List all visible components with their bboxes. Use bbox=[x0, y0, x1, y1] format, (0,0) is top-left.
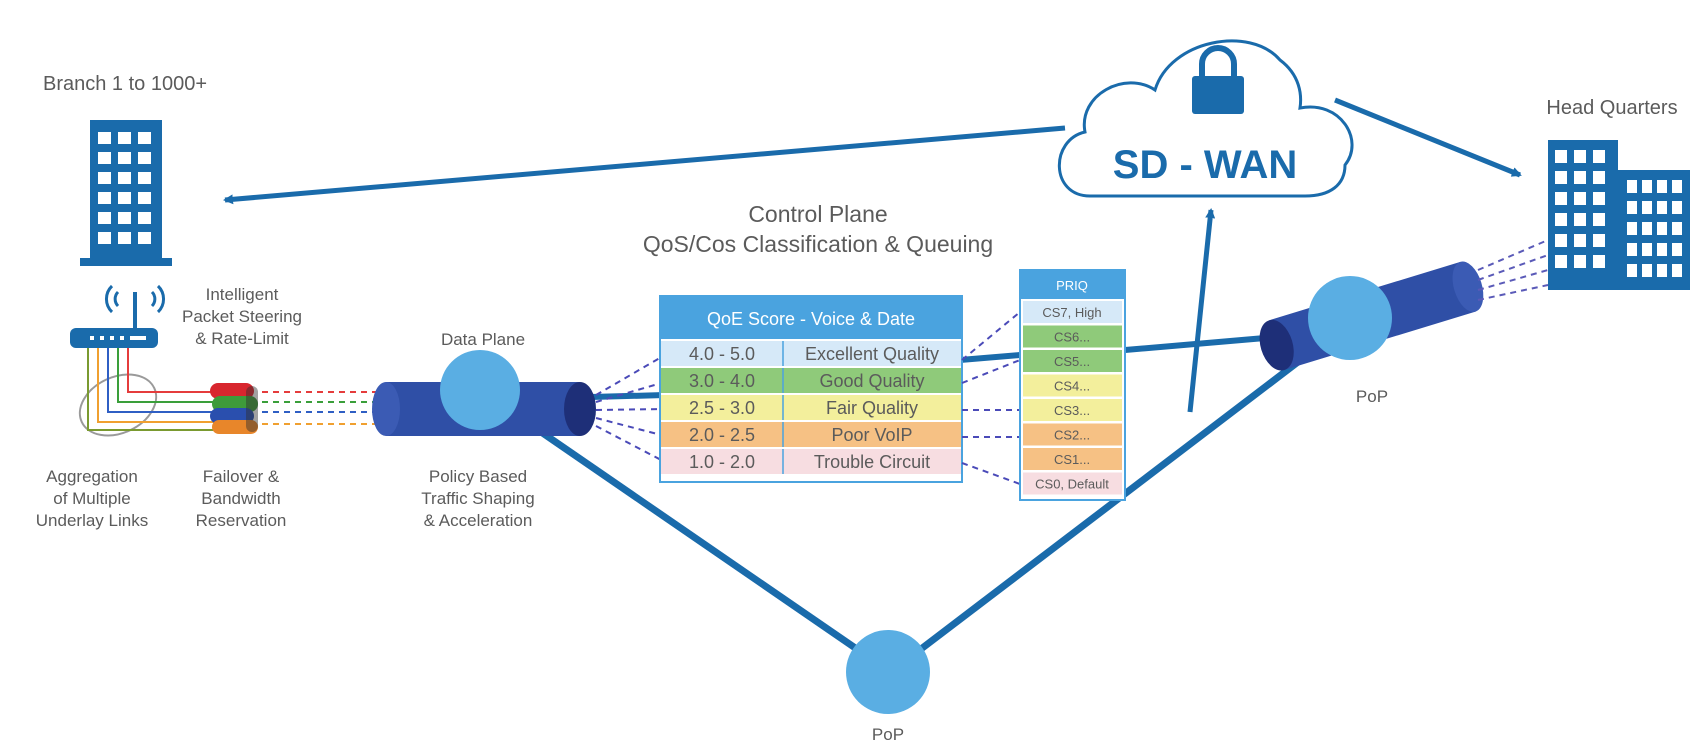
dashed-links-to-hq bbox=[1477, 239, 1549, 301]
router-icon bbox=[70, 284, 165, 348]
hq-label: Head Quarters bbox=[1546, 97, 1677, 119]
steering-label-line3: & Rate-Limit bbox=[195, 329, 289, 348]
qoe-score-table: QoE Score - Voice & Date 4.0 - 5.0 Excell… bbox=[659, 295, 963, 483]
aggregation-label-line3: Underlay Links bbox=[36, 511, 148, 530]
priq-item: CS6... bbox=[1023, 325, 1122, 348]
dashed-fan-to-priq bbox=[961, 311, 1021, 485]
priq-item: CS0, Default bbox=[1023, 472, 1122, 495]
data-plane-node bbox=[440, 350, 520, 430]
priq-item: CS4... bbox=[1023, 374, 1122, 397]
qoe-quality-cell: Fair Quality bbox=[826, 398, 918, 418]
failover-label-line3: Reservation bbox=[196, 511, 287, 530]
steering-label-line2: Packet Steering bbox=[182, 307, 302, 326]
lock-icon bbox=[1192, 45, 1244, 114]
arrows bbox=[223, 97, 1522, 413]
qoe-score-cell: 2.0 - 2.5 bbox=[689, 425, 755, 445]
sdwan-cloud: SD - WAN bbox=[1057, 39, 1354, 198]
underlay-links bbox=[78, 348, 215, 437]
qoe-score-cell: 2.5 - 3.0 bbox=[689, 398, 755, 418]
priq-item: CS5... bbox=[1023, 350, 1122, 372]
priq-item-background bbox=[1023, 448, 1122, 470]
policy-label-line3: & Acceleration bbox=[424, 511, 533, 530]
qoe-row-background bbox=[661, 422, 961, 447]
priq-item: CS2... bbox=[1023, 423, 1122, 446]
qoe-table-title: QoE Score - Voice & Date bbox=[707, 309, 915, 329]
arrow-cloud-to-hq bbox=[1334, 97, 1522, 178]
arrow-cloud-to-branch bbox=[223, 125, 1066, 205]
policy-label-line1: Policy Based bbox=[429, 467, 527, 486]
pop-pipe-right-icon bbox=[1259, 261, 1484, 371]
pop-node-right bbox=[1308, 276, 1392, 360]
cloud-shape bbox=[1057, 39, 1354, 198]
sdwan-label: SD - WAN bbox=[1113, 143, 1297, 187]
priq-item-background bbox=[1023, 399, 1122, 421]
cable-bundle-icon bbox=[210, 383, 258, 434]
pop-node-bottom bbox=[846, 630, 930, 714]
qoe-quality-cell: Excellent Quality bbox=[805, 344, 939, 364]
dashed-fan-to-table bbox=[595, 354, 666, 463]
control-plane-title: Control Plane bbox=[748, 201, 887, 227]
qoe-quality-cell: Good Quality bbox=[819, 371, 924, 391]
dashed-links-to-dataplane bbox=[262, 391, 380, 425]
priq-item-background bbox=[1023, 301, 1122, 323]
control-plane-subtitle: QoS/Cos Classification & Queuing bbox=[643, 231, 993, 257]
priq-item-background bbox=[1023, 423, 1122, 446]
priq-item-background bbox=[1023, 350, 1122, 372]
link-table-to-priq bbox=[959, 352, 1021, 363]
priq-item-label: CS7, High bbox=[1042, 305, 1101, 320]
qoe-row: 1.0 - 2.0 Trouble Circuit bbox=[661, 449, 961, 474]
policy-label-line2: Traffic Shaping bbox=[421, 489, 534, 508]
qoe-row-background bbox=[661, 395, 961, 420]
aggregation-label-line2: of Multiple bbox=[53, 489, 130, 508]
priq-item-background bbox=[1023, 472, 1122, 495]
priq-item-label: CS2... bbox=[1054, 428, 1090, 443]
failover-label-line1: Failover & bbox=[203, 467, 280, 486]
priq-item-label: CS0, Default bbox=[1035, 477, 1109, 492]
priq-title: PRIQ bbox=[1056, 278, 1088, 293]
priq-item: CS7, High bbox=[1023, 301, 1122, 323]
qoe-row-background bbox=[661, 449, 961, 474]
aggregation-label-line1: Aggregation bbox=[46, 467, 138, 486]
pop-right-label: PoP bbox=[1356, 387, 1388, 406]
data-plane-pipe-icon bbox=[372, 350, 596, 436]
qoe-row: 2.5 - 3.0 Fair Quality bbox=[661, 395, 961, 420]
qoe-row: 4.0 - 5.0 Excellent Quality bbox=[661, 341, 961, 366]
hq-building-icon bbox=[1548, 140, 1690, 290]
priq-item-label: CS6... bbox=[1054, 330, 1090, 345]
priq-item-background bbox=[1023, 374, 1122, 397]
qoe-score-cell: 1.0 - 2.0 bbox=[689, 452, 755, 472]
data-plane-label: Data Plane bbox=[441, 330, 525, 349]
qoe-quality-cell: Trouble Circuit bbox=[814, 452, 930, 472]
priq-item: CS1... bbox=[1023, 448, 1122, 470]
failover-label-line2: Bandwidth bbox=[201, 489, 280, 508]
priq-item-label: CS4... bbox=[1054, 379, 1090, 394]
branch-label: Branch 1 to 1000+ bbox=[43, 73, 207, 95]
steering-label-line1: Intelligent bbox=[206, 285, 279, 304]
qoe-quality-cell: Poor VoIP bbox=[831, 425, 912, 445]
arrow-up-to-cloud bbox=[1187, 208, 1216, 413]
qoe-row: 3.0 - 4.0 Good Quality bbox=[661, 368, 961, 393]
priq-item-label: CS1... bbox=[1054, 452, 1090, 467]
qoe-row-background bbox=[661, 341, 961, 366]
qoe-score-cell: 3.0 - 4.0 bbox=[689, 371, 755, 391]
pop-bottom-label: PoP bbox=[872, 725, 904, 744]
priq-item: CS3... bbox=[1023, 399, 1122, 421]
qoe-row: 2.0 - 2.5 Poor VoIP bbox=[661, 422, 961, 447]
priq-item-background bbox=[1023, 325, 1122, 348]
branch-building-icon bbox=[80, 120, 172, 266]
qoe-row-background bbox=[661, 368, 961, 393]
wifi-icon bbox=[105, 284, 165, 314]
priq-item-label: CS5... bbox=[1054, 354, 1090, 369]
qoe-score-cell: 4.0 - 5.0 bbox=[689, 344, 755, 364]
priq-item-label: CS3... bbox=[1054, 403, 1090, 418]
